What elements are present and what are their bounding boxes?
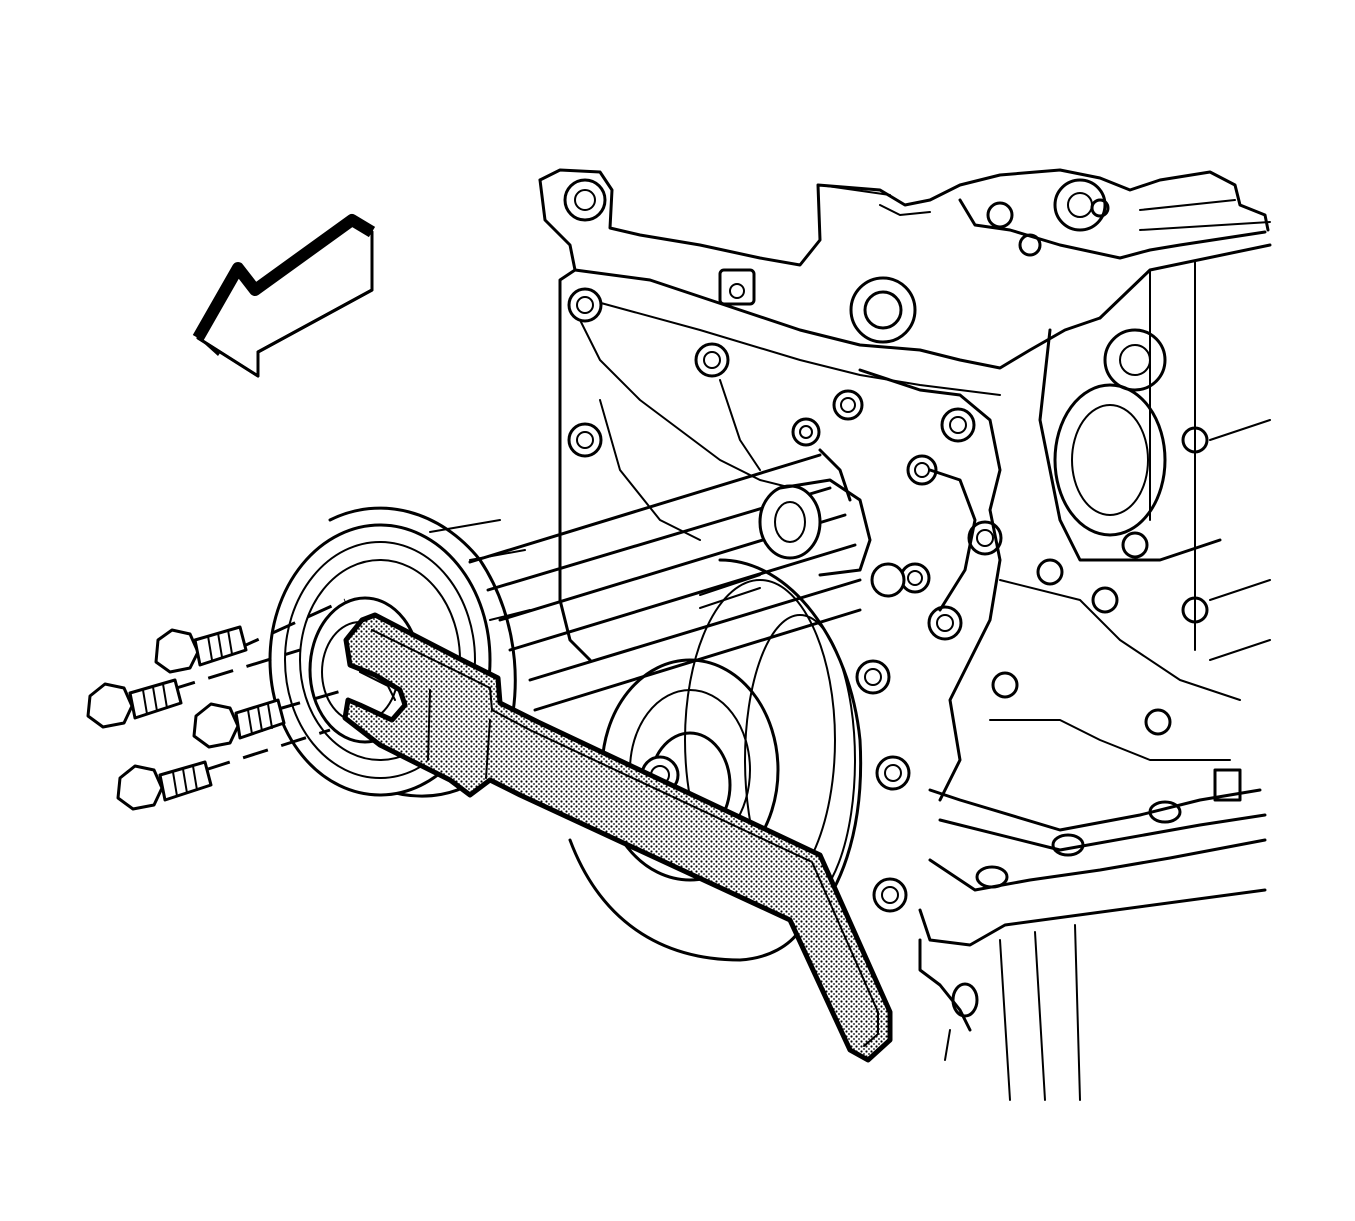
engine-block: [538, 168, 1272, 1101]
holding-wrench-icon: [342, 612, 893, 1063]
arrow-left-icon: [192, 214, 376, 378]
bolt: [86, 678, 183, 729]
bolt: [154, 625, 248, 674]
bolt-centerlines: [169, 598, 346, 772]
cover-bolt: [567, 287, 1003, 913]
bolt: [192, 698, 286, 749]
bolt: [116, 760, 213, 811]
alignment-studs: [468, 448, 906, 712]
